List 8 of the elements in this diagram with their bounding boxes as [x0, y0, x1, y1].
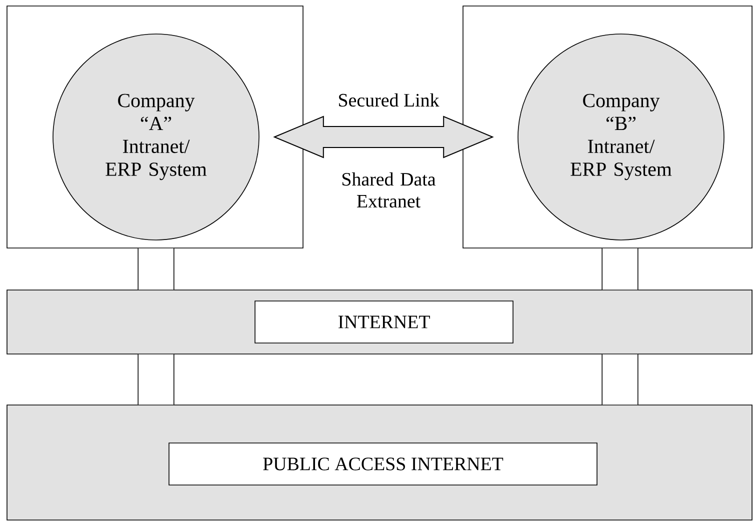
note-label: Shared Data Extranet — [342, 172, 436, 208]
connector-pipe — [602, 354, 638, 405]
connector-pipe — [602, 248, 638, 290]
edge-label: Secured Link — [339, 93, 440, 107]
network-label-box: INTERNET — [254, 300, 514, 344]
connector-pipe — [138, 248, 174, 290]
network-label-box: PUBLIC ACCESS INTERNET — [168, 442, 598, 486]
connector-pipe — [138, 354, 174, 405]
